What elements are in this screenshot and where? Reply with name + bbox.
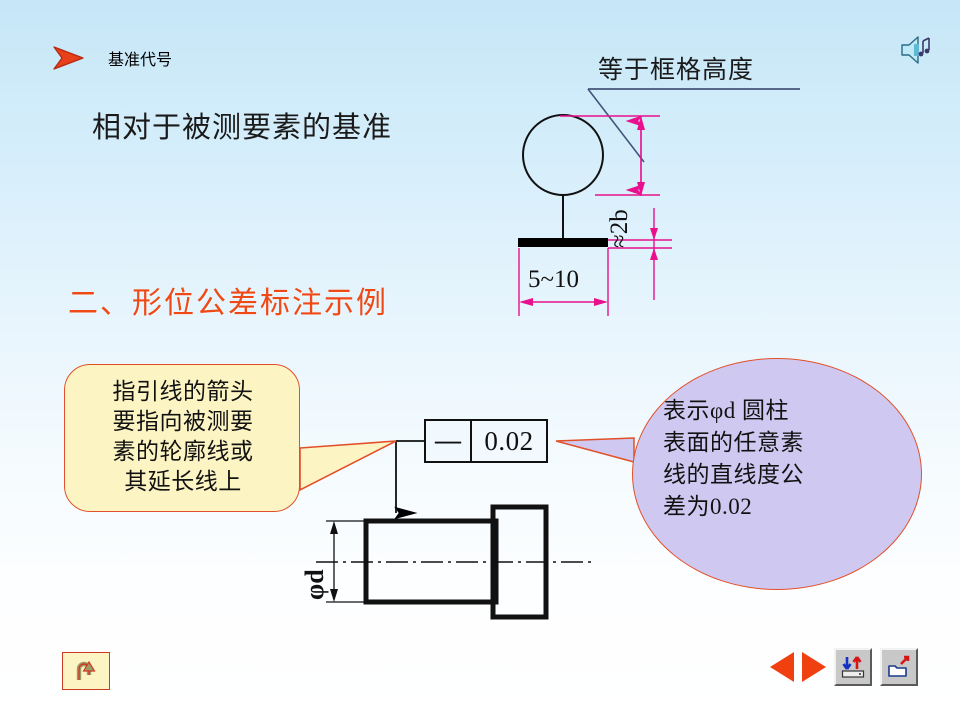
callout-left-text: 指引线的箭头要指向被测要素的轮廓线或其延长线上 xyxy=(65,377,301,497)
transfer-drive-icon xyxy=(841,656,865,678)
dimension-height-label: ≈2b xyxy=(606,209,633,248)
subtitle-text: 相对于被测要素的基准 xyxy=(92,112,393,144)
folder-open-button[interactable] xyxy=(880,648,918,686)
arrow-bullet-icon xyxy=(53,46,84,70)
dimension-width-label: 5~10 xyxy=(528,266,580,293)
callout-right-line: 表面的任意素 xyxy=(663,430,804,455)
speaker-sound-icon[interactable] xyxy=(898,32,940,68)
note-leader-group xyxy=(587,88,800,163)
callout-left-tail xyxy=(299,440,397,492)
navigation-bar xyxy=(770,648,918,686)
callout-right-line: 表示φd 圆柱 xyxy=(663,398,790,423)
u-turn-return-icon xyxy=(76,660,96,680)
note-frame-height-text: 等于框格高度 xyxy=(598,57,755,84)
next-triangle-icon[interactable] xyxy=(802,652,826,682)
callout-left-line: 其延长线上 xyxy=(124,469,242,494)
callout-right-bubble: 表示φd 圆柱表面的任意素线的直线度公差为0.02 xyxy=(632,358,922,590)
callout-left-line: 素的轮廓线或 xyxy=(112,439,254,464)
callout-right-line: 差为0.02 xyxy=(663,494,753,519)
transfer-drive-button[interactable] xyxy=(834,648,872,686)
callout-left-line: 指引线的箭头 xyxy=(112,379,254,404)
folder-open-up-icon xyxy=(888,655,910,677)
bullet-heading-row: 基准代号 xyxy=(52,44,172,72)
shaft-diameter-label: φd xyxy=(300,569,329,600)
tolerance-value: 0.02 xyxy=(484,425,534,456)
stepped-shaft-graphic xyxy=(316,504,592,620)
callout-left-line: 要指向被测要 xyxy=(112,409,254,434)
bullet-title: 基准代号 xyxy=(108,52,173,69)
callout-right-tail xyxy=(555,437,635,463)
callout-right-line: 线的直线度公 xyxy=(663,462,804,487)
callout-left-bubble: 指引线的箭头要指向被测要素的轮廓线或其延长线上 xyxy=(64,364,300,512)
callout-right-text: 表示φd 圆柱表面的任意素线的直线度公差为0.02 xyxy=(663,395,899,523)
tolerance-frame[interactable]: — 0.02 xyxy=(424,419,548,463)
prev-triangle-icon[interactable] xyxy=(770,652,794,682)
straightness-symbol-icon: — xyxy=(426,421,472,461)
tolerance-leader-line xyxy=(394,440,424,520)
return-button[interactable] xyxy=(62,652,110,690)
datum-symbol-graphic xyxy=(518,114,608,247)
section-heading: 二、形位公差标注示例 xyxy=(68,287,388,320)
